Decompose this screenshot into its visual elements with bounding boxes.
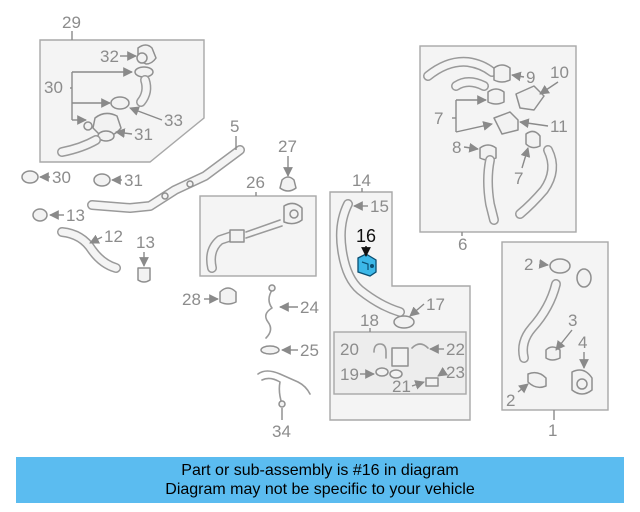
callout-13: 13 (66, 206, 85, 225)
callout-30-b: 30 (52, 168, 71, 187)
callout-23: 23 (446, 363, 465, 382)
callout-28: 28 (182, 290, 201, 309)
callout-4: 4 (578, 333, 587, 352)
hose-12 (32, 208, 151, 283)
callout-27: 27 (278, 137, 297, 156)
callout-29: 29 (62, 13, 81, 32)
info-banner: Part or sub-assembly is #16 in diagram D… (16, 457, 624, 503)
part-24 (264, 284, 276, 339)
banner-line-1: Part or sub-assembly is #16 in diagram (181, 462, 459, 479)
callout-34: 34 (272, 422, 291, 441)
callout-2-b: 2 (506, 391, 515, 410)
callout-16: 16 (356, 226, 376, 246)
callout-11: 11 (550, 117, 568, 136)
part-34 (257, 370, 311, 408)
callout-8: 8 (452, 138, 461, 157)
callout-15: 15 (370, 197, 389, 216)
callout-22: 22 (446, 340, 465, 359)
callout-2: 2 (524, 255, 533, 274)
callout-17: 17 (426, 295, 445, 314)
part-28 (219, 287, 237, 305)
callout-18: 18 (360, 311, 379, 330)
part-27 (279, 176, 297, 192)
part-25 (260, 345, 280, 355)
callout-7-b: 7 (514, 169, 523, 188)
callout-12: 12 (104, 227, 123, 246)
callout-19: 19 (340, 365, 359, 384)
parts-diagram: 29 32 30 33 31 30 31 5 13 12 13 (21, 13, 609, 441)
group-6-box (419, 45, 577, 233)
group-26-box (199, 195, 317, 277)
callout-30: 30 (44, 78, 63, 97)
callout-13-b: 13 (136, 233, 155, 252)
callout-14: 14 (352, 171, 371, 190)
callout-1: 1 (548, 421, 557, 440)
callout-25: 25 (300, 341, 319, 360)
pipe-5 (87, 145, 245, 213)
callout-26: 26 (246, 173, 265, 192)
callout-3: 3 (568, 311, 577, 330)
callout-6: 6 (458, 235, 467, 254)
callout-7: 7 (434, 109, 443, 128)
callout-20: 20 (340, 340, 359, 359)
callout-10: 10 (550, 63, 569, 82)
group-1-box (501, 241, 609, 411)
callout-31-b: 31 (124, 171, 143, 190)
banner-line-2: Diagram may not be specific to your vehi… (165, 481, 475, 498)
callout-9: 9 (526, 68, 535, 87)
callout-24: 24 (300, 298, 319, 317)
group-29-box (39, 39, 205, 163)
callout-32: 32 (100, 47, 119, 66)
callout-5: 5 (230, 117, 239, 136)
callout-21: 21 (392, 377, 411, 396)
callout-33: 33 (164, 111, 183, 130)
callout-31: 31 (134, 125, 153, 144)
loose-clamps (21, 170, 111, 187)
